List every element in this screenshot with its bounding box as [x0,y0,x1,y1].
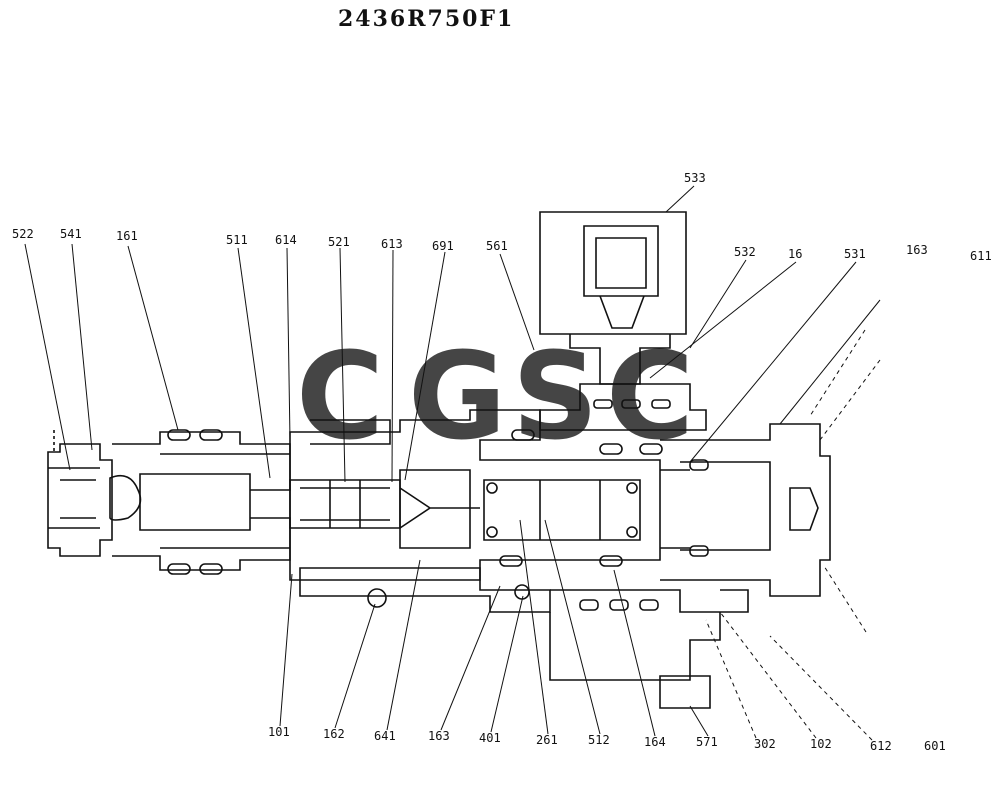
label-533: 533 [684,171,706,185]
label-164: 164 [644,735,666,749]
label-162: 162 [323,727,345,741]
label-561: 561 [486,239,508,253]
drawing-title: 2436R750F1 [338,6,515,32]
label-101: 101 [268,725,290,739]
label-613: 613 [381,237,403,251]
label-611: 611 [970,249,992,263]
label-532: 532 [734,245,756,259]
label-521: 521 [328,235,350,249]
label-163-bottom: 163 [428,729,450,743]
label-163-top: 163 [906,243,928,257]
part-labels-top: 522 541 161 511 614 521 613 691 561 533 … [12,171,992,263]
dashed-leader-lines [705,329,881,741]
part-labels-bottom: 101 162 641 163 401 261 512 164 571 302 … [268,725,946,753]
label-16: 16 [788,247,802,261]
watermark: C G S C [296,328,694,467]
label-531: 531 [844,247,866,261]
watermark-letter-c2: C [606,328,694,467]
label-102: 102 [810,737,832,751]
label-571: 571 [696,735,718,749]
label-612: 612 [870,739,892,753]
label-691: 691 [432,239,454,253]
watermark-letter-c1: C [296,328,384,467]
label-641: 641 [374,729,396,743]
label-512: 512 [588,733,610,747]
label-261: 261 [536,733,558,747]
label-161: 161 [116,229,138,243]
label-522: 522 [12,227,34,241]
label-601: 601 [924,739,946,753]
label-541: 541 [60,227,82,241]
label-401: 401 [479,731,501,745]
label-511: 511 [226,233,248,247]
watermark-letter-s: S [512,328,598,467]
label-614: 614 [275,233,297,247]
label-302: 302 [754,737,776,751]
leader-lines [24,185,881,737]
valve-body [47,211,831,709]
watermark-letter-g: G [408,328,507,467]
